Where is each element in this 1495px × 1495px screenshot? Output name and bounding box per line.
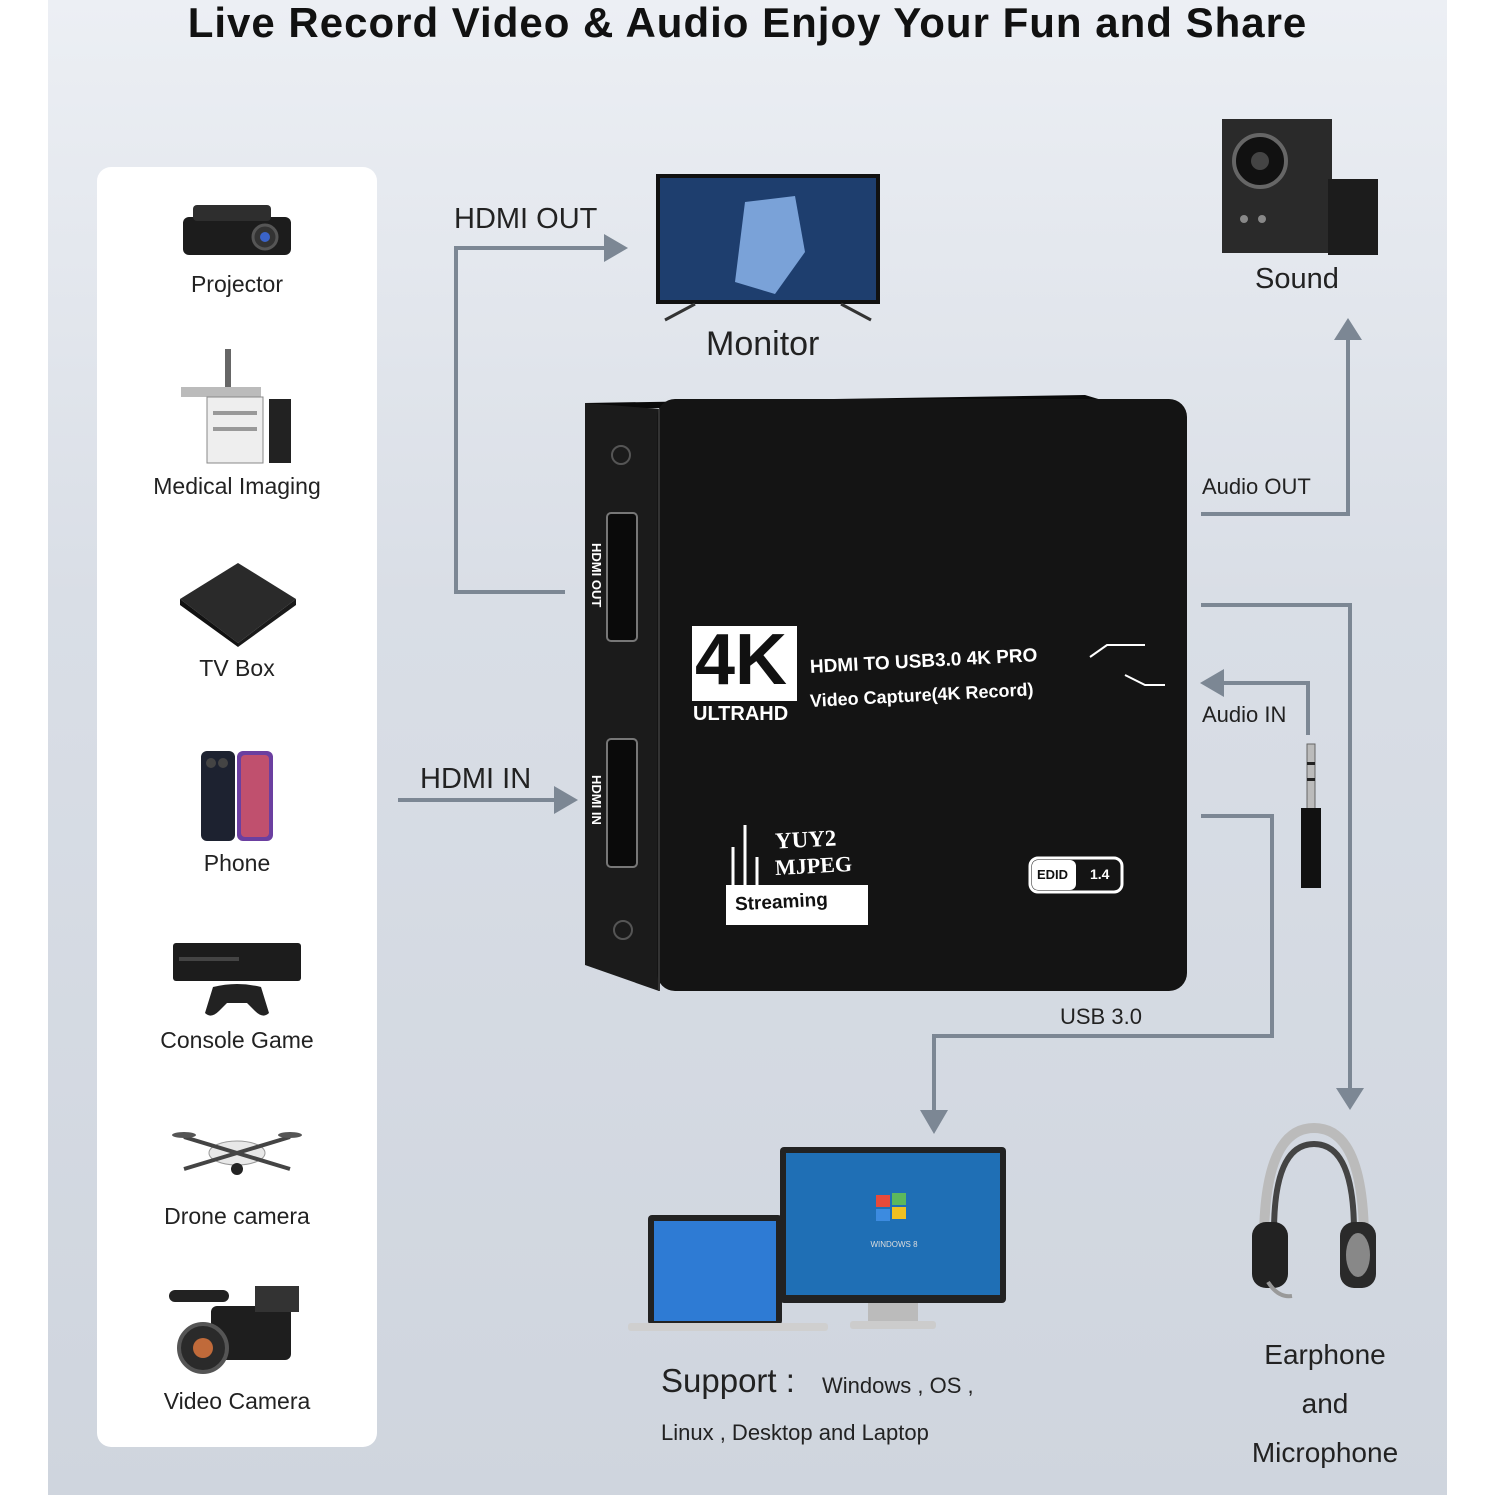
monitor-label: Monitor <box>706 325 820 363</box>
desktop-screen-text: WINDOWS 8 <box>870 1240 918 1249</box>
audio-jack-icon <box>1296 742 1326 890</box>
device-label: Projector <box>190 271 284 297</box>
device-phone: Phone <box>97 749 377 877</box>
page-title: Live Record Video & Audio Enjoy Your Fun… <box>187 0 1308 46</box>
device-label: Video Camera <box>163 1388 311 1414</box>
device-tv-box: TV Box <box>97 559 377 682</box>
video-camera-icon <box>167 1282 307 1382</box>
audio-in-arrow <box>1222 681 1310 735</box>
format-yuy2: YUY2 <box>774 825 837 854</box>
sound-label: Sound <box>1255 263 1339 295</box>
device-label: TV Box <box>199 655 275 681</box>
hdmi-out-port-label: HDMI OUT <box>589 543 604 608</box>
device-drone: Drone camera <box>97 1117 377 1230</box>
support-title: Support : <box>661 1362 795 1399</box>
earphone-label-line: and <box>1301 1388 1349 1419</box>
hdmi-in-port-label: HDMI IN <box>589 775 604 825</box>
device-video-camera: Video Camera <box>97 1282 377 1415</box>
usb-arrow <box>932 814 1274 1112</box>
audio-out-label: Audio OUT <box>1202 474 1311 499</box>
support-line-2: Linux , Desktop and Laptop <box>661 1420 929 1445</box>
device-label: Drone camera <box>164 1203 310 1229</box>
device-label: Console Game <box>160 1027 314 1053</box>
source-device-card: Projector Medical Imaging TV Box <box>97 167 377 1447</box>
projector-icon <box>177 195 297 265</box>
speaker-icon <box>1220 115 1385 260</box>
usb-label: USB 3.0 <box>1060 1004 1142 1029</box>
drone-icon <box>172 1117 302 1197</box>
device-label: Medical Imaging <box>153 473 321 499</box>
badge-ultrahd: ULTRAHD <box>693 703 789 725</box>
format-mjpeg: MJPEG <box>774 851 853 880</box>
hdmi-out-arrow <box>454 246 606 594</box>
console-game-icon <box>171 939 303 1021</box>
earphone-label-line: Earphone <box>1264 1339 1386 1370</box>
phone-icon <box>197 749 277 844</box>
computer-icon: WINDOWS 8 <box>628 1145 1008 1335</box>
earphone-label-line: Microphone <box>1251 1437 1399 1468</box>
earphone-label: Earphone and Microphone <box>1240 1330 1410 1477</box>
hdmi-in-label: HDMI IN <box>420 763 532 795</box>
support-line-1: Windows , OS , <box>822 1373 974 1398</box>
device-projector: Projector <box>97 195 377 298</box>
audio-out-arrow <box>1201 338 1350 516</box>
audio-in-label: Audio IN <box>1202 702 1287 727</box>
device-console: Console Game <box>97 939 377 1054</box>
device-label: Phone <box>203 850 271 876</box>
edid-value: 1.4 <box>1090 866 1110 882</box>
badge-4k: 4K <box>695 620 788 700</box>
edid-label: EDID <box>1037 867 1069 882</box>
capture-device: HDMI OUT HDMI IN 4K ULTRAHD HDMI TO USB3… <box>585 395 1188 991</box>
tv-box-icon <box>174 559 300 649</box>
earphone-arrow <box>1201 603 1352 1088</box>
medical-imaging-icon <box>177 347 297 467</box>
headset-icon <box>1248 1122 1380 1307</box>
monitor-icon <box>655 172 881 322</box>
device-medical-imaging: Medical Imaging <box>97 347 377 500</box>
hdmi-out-label: HDMI OUT <box>454 203 598 235</box>
